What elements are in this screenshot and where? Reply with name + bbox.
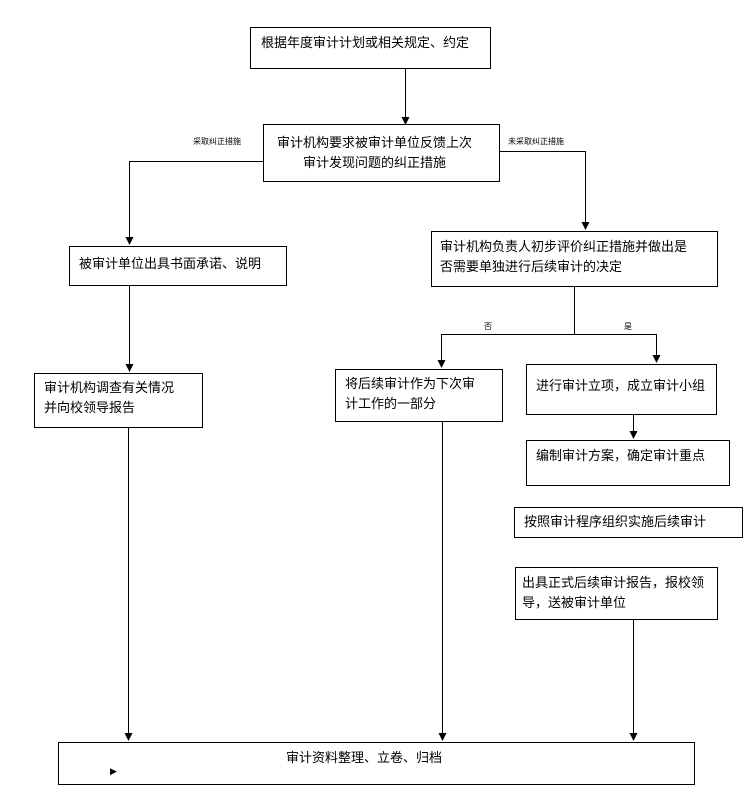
written-commitment-node: 被审计单位出具书面承诺、说明 bbox=[69, 246, 287, 286]
label-yes: 是 bbox=[624, 322, 632, 331]
audit-plan-text: 编制审计方案，确定审计重点 bbox=[536, 449, 706, 464]
arrow-request-to-evaluate bbox=[500, 151, 590, 230]
written-commitment-text: 被审计单位出具书面承诺、说明 bbox=[79, 257, 262, 272]
label-no-measures: 未采取纠正措施 bbox=[508, 137, 564, 146]
next-audit-text-line2: 计工作的一部分 bbox=[345, 397, 437, 412]
request-feedback-text-line2: 审计发现问题的纠正措施 bbox=[303, 156, 447, 171]
next-audit-node: 将后续审计作为下次审 计工作的一部分 bbox=[335, 369, 503, 422]
arrow-split-to-project bbox=[574, 334, 661, 363]
label-took-measures: 采取纠正措施 bbox=[193, 137, 241, 146]
request-feedback-node: 审计机构要求被审计单位反馈上次 审计发现问题的纠正措施 bbox=[263, 124, 500, 182]
formal-report-node: 出具正式后续审计报告，报校领 导，送被审计单位 bbox=[515, 567, 718, 620]
label-no: 否 bbox=[484, 322, 492, 331]
investigate-report-node: 审计机构调查有关情况 并向校领导报告 bbox=[34, 373, 203, 428]
request-feedback-text-line1: 审计机构要求被审计单位反馈上次 bbox=[277, 136, 473, 151]
start-node: 根据年度审计计划或相关规定、约定 bbox=[250, 27, 491, 69]
evaluate-decision-node: 审计机构负责人初步评价纠正措施并做出是 否需要单独进行后续审计的决定 bbox=[431, 231, 718, 287]
evaluate-decision-text-line2: 否需要单独进行后续审计的决定 bbox=[440, 260, 623, 275]
audit-plan-node: 编制审计方案，确定审计重点 bbox=[526, 440, 730, 486]
archive-text: 审计资料整理、立卷、归档 bbox=[286, 751, 443, 766]
archive-marker-icon: ▶ bbox=[110, 767, 117, 777]
investigate-report-text-line1: 审计机构调查有关情况 bbox=[44, 381, 175, 396]
archive-node: 审计资料整理、立卷、归档 bbox=[58, 742, 695, 785]
audit-project-text: 进行审计立项，成立审计小组 bbox=[536, 379, 706, 394]
implement-audit-text: 按照审计程序组织实施后续审计 bbox=[524, 515, 707, 530]
arrow-request-to-commitment bbox=[125, 161, 263, 245]
formal-report-text-line2: 导，送被审计单位 bbox=[522, 596, 627, 611]
next-audit-text-line1: 将后续审计作为下次审 bbox=[345, 377, 476, 392]
investigate-report-text-line2: 并向校领导报告 bbox=[44, 401, 136, 416]
implement-audit-node: 按照审计程序组织实施后续审计 bbox=[514, 507, 743, 538]
start-node-text: 根据年度审计计划或相关规定、约定 bbox=[261, 36, 470, 51]
arrow-split-to-next-audit bbox=[437, 334, 575, 368]
audit-project-node: 进行审计立项，成立审计小组 bbox=[526, 364, 717, 415]
evaluate-decision-text-line1: 审计机构负责人初步评价纠正措施并做出是 bbox=[440, 240, 688, 255]
formal-report-text-line1: 出具正式后续审计报告，报校领 bbox=[522, 576, 705, 591]
